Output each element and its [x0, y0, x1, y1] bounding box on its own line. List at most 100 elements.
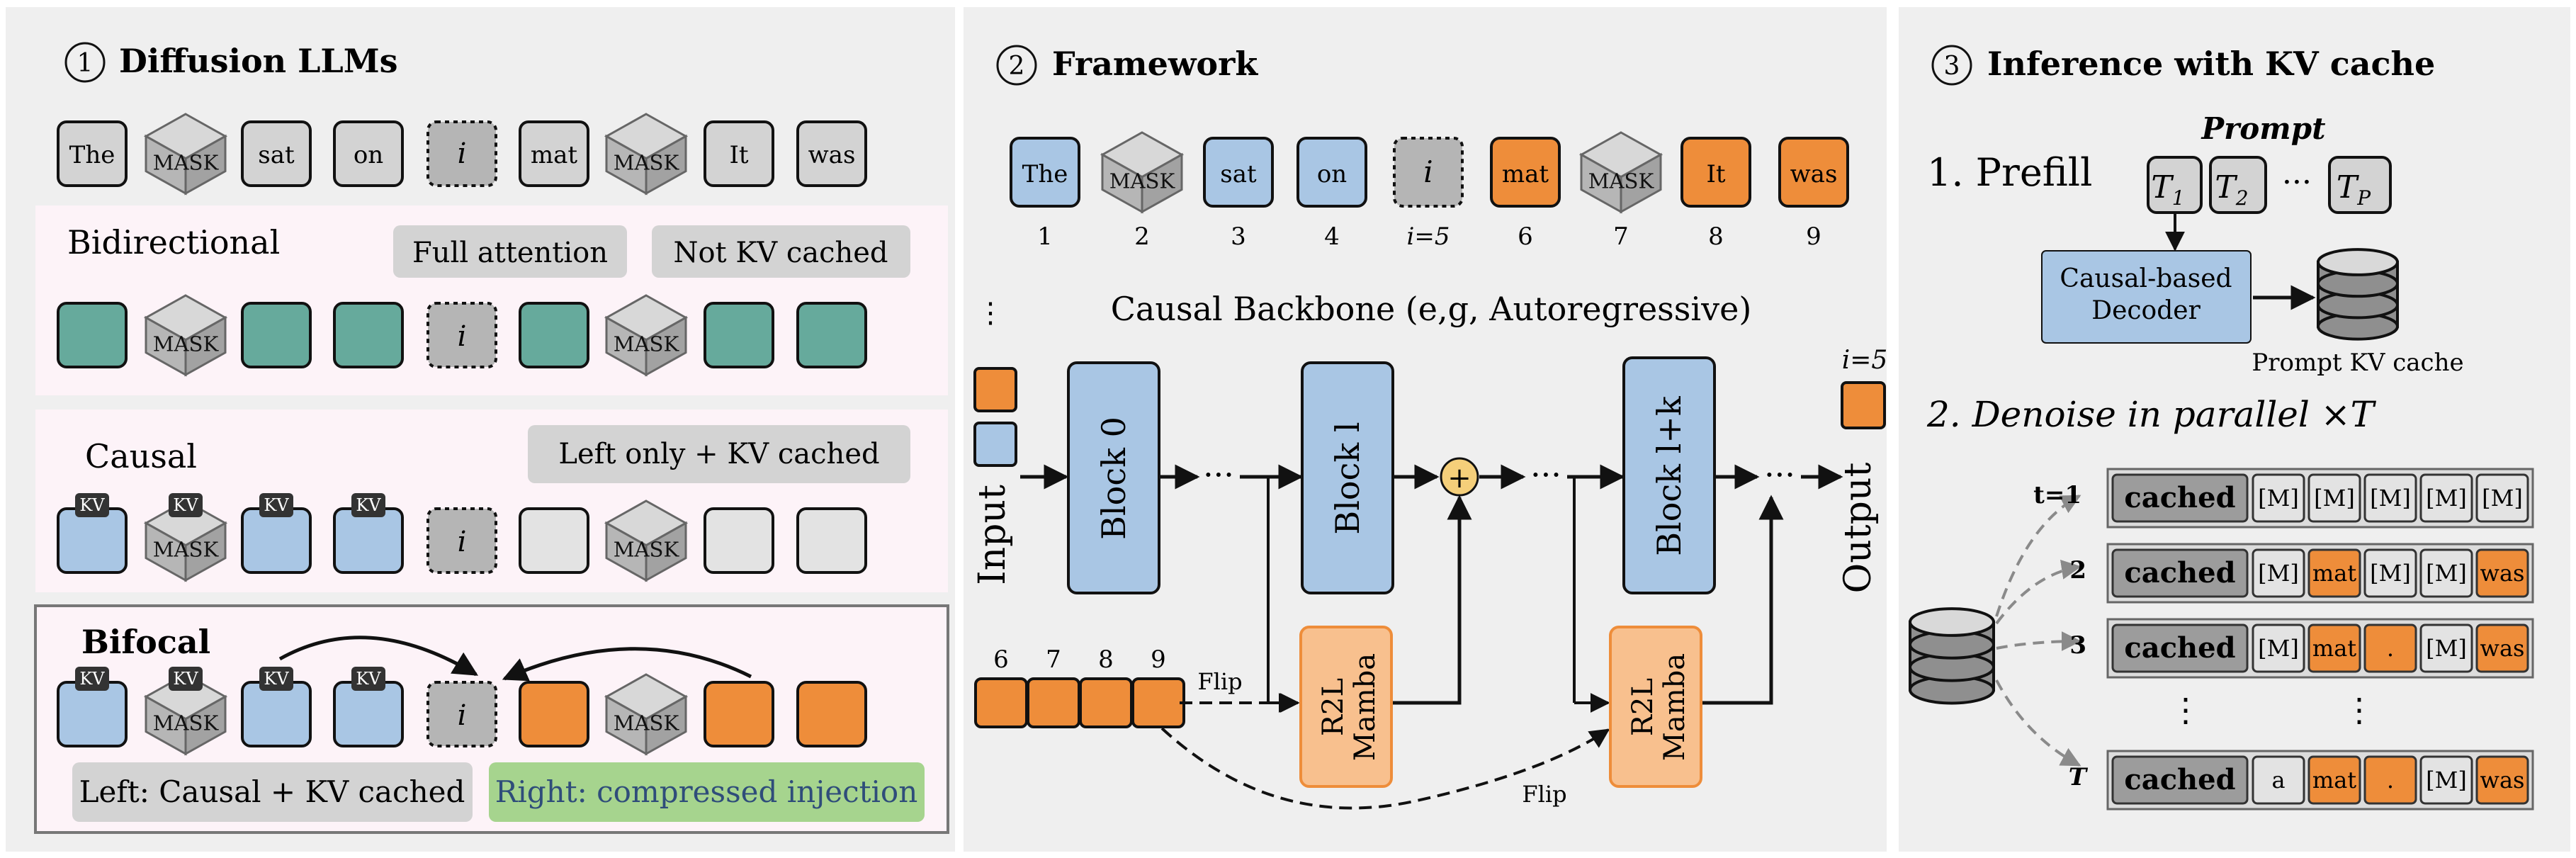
mask-token: MASK	[604, 499, 689, 582]
kv-badge	[75, 667, 109, 691]
framework-token	[1393, 137, 1464, 208]
step-cell	[2475, 473, 2529, 523]
kv-badge-text: KV	[264, 669, 289, 689]
right-context-token	[1131, 677, 1185, 728]
framework-token	[1778, 137, 1849, 208]
mask-label: MASK	[1109, 169, 1176, 193]
mask-label: MASK	[614, 150, 680, 174]
framework-token-text: The	[1022, 160, 1068, 188]
bidirectional-token	[704, 302, 774, 368]
token-index: 3	[1231, 222, 1246, 251]
token-index: 2	[1134, 222, 1150, 251]
compressed-token	[704, 681, 774, 747]
decoder-box	[2041, 250, 2252, 344]
step-cell	[2252, 548, 2305, 598]
framework-token-text: on	[1317, 160, 1347, 188]
step-cell	[2475, 548, 2529, 598]
kv-badge	[169, 493, 203, 517]
cached-prefix	[2111, 623, 2249, 673]
panel-3-title: Inference with KV cache	[1987, 45, 2435, 83]
bidirectional-token	[241, 302, 312, 368]
step-cell	[2363, 548, 2417, 598]
not-kv-cached-tag	[652, 225, 910, 278]
framework-token-text: sat	[1220, 160, 1257, 188]
dots-3: ···	[1764, 456, 1795, 494]
mamba-2-line-1: R2L	[1627, 678, 1659, 736]
query-token-text: i	[458, 320, 467, 353]
full-attention-tag	[393, 225, 627, 278]
step-cell	[2252, 755, 2305, 805]
step-dots-left: ⋮	[2169, 691, 2202, 729]
mamba-block-2	[1609, 626, 1702, 788]
bidirectional-token	[796, 302, 867, 368]
cached-prefix-text: cached	[2124, 631, 2235, 665]
step-cell	[2419, 623, 2473, 673]
left-causal-tag	[72, 762, 473, 822]
cached-prefix	[2111, 548, 2249, 598]
step-cell-text: was	[2480, 635, 2525, 662]
query-token-text: i	[458, 526, 467, 558]
output-token	[1841, 381, 1886, 429]
panel-1-title: Diffusion LLMs	[119, 42, 398, 80]
panel-3-number: 3	[1944, 52, 1960, 81]
not-kv-cached-tag-text: Not KV cached	[673, 237, 888, 269]
mask-token: MASK	[1578, 131, 1663, 214]
kv-badge-text: KV	[173, 495, 198, 515]
input-dots: ⋮	[976, 297, 1005, 329]
step-cell	[2419, 473, 2473, 523]
right-context-token	[1027, 677, 1080, 728]
step-cell	[2419, 548, 2473, 598]
mamba-block-1	[1299, 626, 1393, 788]
right-context-index: 8	[1098, 645, 1114, 674]
cached-prefix	[2111, 755, 2249, 805]
framework-token	[1490, 137, 1561, 208]
dots-1: ···	[1203, 456, 1234, 494]
cached-token	[333, 681, 404, 747]
framework-token-text: It	[1706, 160, 1725, 188]
left-causal-tag-text: Left: Causal + KV cached	[79, 774, 465, 809]
prompt-label: Prompt	[2201, 111, 2326, 146]
step-cell	[2307, 548, 2361, 598]
denoise-cache-icon	[1909, 607, 1995, 705]
cached-token	[333, 507, 404, 574]
step-cell-text: [M]	[2258, 560, 2299, 587]
step-cell-text: mat	[2312, 767, 2356, 794]
bifocal-label: Bifocal	[81, 623, 210, 661]
input-token	[57, 120, 128, 187]
step-cell-text: [M]	[2426, 767, 2467, 794]
input-token-text: on	[354, 141, 383, 169]
step-label: t=1	[2033, 481, 2081, 509]
mask-token: MASK	[1100, 131, 1185, 214]
step-cell-text: [M]	[2426, 635, 2467, 662]
prompt-token-tp	[2328, 156, 2392, 214]
panel-3-number-circle	[1931, 45, 1972, 86]
add-node-symbol: +	[1447, 462, 1471, 495]
input-label: Input	[971, 485, 1014, 585]
input-token	[426, 120, 497, 187]
prefill-label: 1. Prefill	[1927, 150, 2092, 195]
panel-3-bg	[1899, 7, 2570, 852]
step-cell	[2307, 755, 2361, 805]
framework-token	[1297, 137, 1367, 208]
cached-token	[57, 681, 128, 747]
step-cell-text: mat	[2312, 635, 2356, 662]
step-cell-text: [M]	[2258, 635, 2299, 662]
compressed-token	[796, 681, 867, 747]
token-index: 4	[1324, 222, 1340, 251]
block-l	[1301, 361, 1394, 594]
step-cell	[2419, 755, 2473, 805]
right-context-index: 6	[993, 645, 1009, 674]
masked-future-token	[519, 507, 589, 574]
step-cell	[2252, 623, 2305, 673]
kv-badge-text: KV	[356, 495, 381, 515]
input-token	[333, 120, 404, 187]
panel-1-number: 1	[77, 49, 94, 78]
panel-2-title: Framework	[1052, 45, 1258, 83]
kv-badge	[351, 667, 385, 691]
cached-prefix-text: cached	[2124, 763, 2235, 796]
bidirectional-label: Bidirectional	[67, 223, 280, 261]
mamba-2-line-2: Mamba	[1659, 653, 1691, 761]
